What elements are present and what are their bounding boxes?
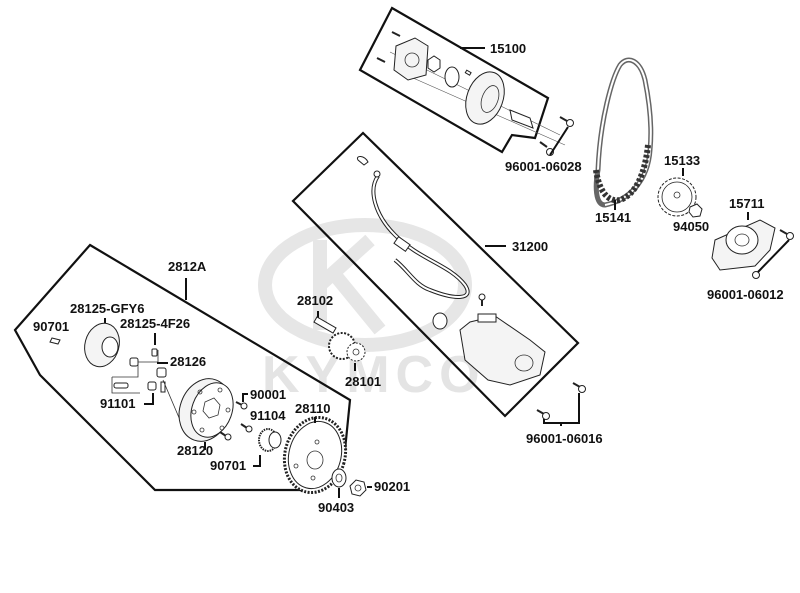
oil-pump-frame xyxy=(358,6,550,154)
nut-icon xyxy=(688,203,703,218)
nut-icon xyxy=(349,479,367,497)
chain-icon xyxy=(593,57,654,208)
inner-rotor-icon xyxy=(427,55,441,73)
roller-set-icon xyxy=(111,348,195,421)
starter-cable-icon xyxy=(356,156,470,299)
part-label-90701-b: 90701 xyxy=(210,458,246,473)
leader-96001-06028 xyxy=(549,126,569,156)
leader-91101 xyxy=(144,393,154,405)
drive-chain-group: 15141 xyxy=(593,57,654,225)
leader-96001-06012 xyxy=(757,239,790,273)
part-label-28125-4F26: 28125-4F26 xyxy=(120,316,190,331)
part-label-28126: 28126 xyxy=(170,354,206,369)
driven-gear-icon xyxy=(282,415,348,495)
screw-icon xyxy=(376,31,401,63)
part-label-96001-06016: 96001-06016 xyxy=(526,431,603,446)
part-label-28110: 28110 xyxy=(295,401,330,416)
oil-pump-group: 15100 xyxy=(358,6,566,154)
screw-icon xyxy=(478,293,486,306)
bolt-icon xyxy=(752,229,794,279)
nut-group-94050: 94050 xyxy=(673,203,709,234)
starter-clutch-frame xyxy=(13,243,352,492)
o-ring-icon xyxy=(432,312,448,330)
pump-cover-group-15711: 15711 xyxy=(711,196,776,271)
leader-90701-b xyxy=(253,455,261,467)
part-label-90701-a: 90701 xyxy=(33,319,69,334)
part-label-15100: 15100 xyxy=(490,41,526,56)
bolt-icon xyxy=(219,401,253,441)
bolt-icon xyxy=(536,382,586,420)
sprocket-group: 15133 xyxy=(657,153,700,217)
part-label-90403: 90403 xyxy=(318,500,354,515)
part-label-15133: 15133 xyxy=(664,153,700,168)
needle-bearing-icon xyxy=(258,428,282,452)
pump-cover-icon xyxy=(393,37,429,81)
washer-icon xyxy=(331,468,347,488)
nut-group-90201: 90201 xyxy=(349,479,410,497)
key-icon xyxy=(49,337,61,345)
shaft-icon xyxy=(313,316,337,334)
oil-pump-parts xyxy=(376,31,566,146)
part-label-15141: 15141 xyxy=(595,210,631,225)
part-label-96001-06012: 96001-06012 xyxy=(707,287,784,302)
pump-body-icon xyxy=(465,71,505,125)
part-label-31200: 31200 xyxy=(512,239,548,254)
bolt-icon xyxy=(539,116,574,156)
bolt-set-96001-06016: 96001-06016 xyxy=(526,382,603,446)
washer-group-90403: 90403 xyxy=(318,468,354,515)
outer-rotor-icon xyxy=(444,66,460,88)
bolt-set-96001-06012: 96001-06012 xyxy=(707,229,794,302)
part-label-91101: 91101 xyxy=(100,396,135,411)
watermark-text: KYMCO xyxy=(262,346,486,404)
part-label-28120: 28120 xyxy=(177,443,213,458)
starter-motor-frame xyxy=(291,131,580,418)
starter-motor-group: 31200 xyxy=(291,131,580,418)
part-label-90201: 90201 xyxy=(374,479,410,494)
part-label-96001-06028: 96001-06028 xyxy=(505,159,582,174)
idle-gear-group: 28102 28101 xyxy=(297,293,381,389)
part-label-28101: 28101 xyxy=(345,374,381,389)
part-label-28102: 28102 xyxy=(297,293,333,308)
pinion-gear-icon xyxy=(346,342,366,362)
pump-shaft-icon xyxy=(509,109,534,129)
bolt-set-96001-06028: 96001-06028 xyxy=(505,116,582,174)
leader-96001-06016 xyxy=(543,393,580,426)
part-label-90001: 90001 xyxy=(250,387,286,402)
part-label-94050: 94050 xyxy=(673,219,709,234)
clutch-body-icon xyxy=(178,378,234,442)
part-label-15711: 15711 xyxy=(729,196,764,211)
starter-clutch-group: 2812A 90701 28125-GFY6 28125-4F26 28126 … xyxy=(13,243,352,495)
part-label-2812A: 2812A xyxy=(168,259,207,274)
leader-90001 xyxy=(242,393,248,402)
part-label-91104: 91104 xyxy=(250,408,286,423)
part-label-28125-GFY6: 28125-GFY6 xyxy=(70,301,144,316)
